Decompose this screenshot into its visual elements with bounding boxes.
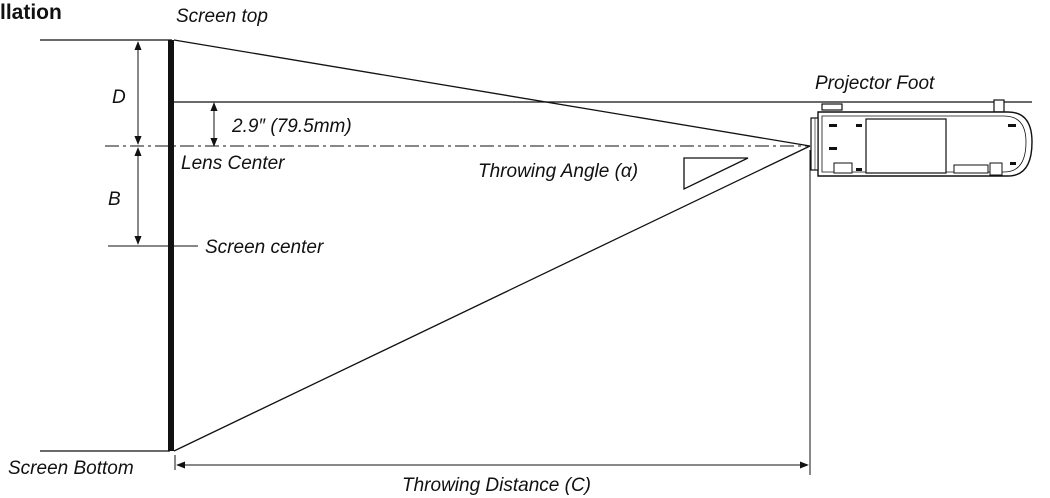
throwing-distance-label: Throwing Distance (C) xyxy=(402,475,591,496)
screen-center-label: Screen center xyxy=(205,237,324,258)
lower-projection-ray xyxy=(173,145,811,452)
projector-icon xyxy=(810,99,1033,177)
b-label: B xyxy=(108,189,121,210)
throwing-angle-label: Throwing Angle (α) xyxy=(478,161,638,182)
projection-screen xyxy=(168,40,174,451)
screen-bottom-label: Screen Bottom xyxy=(8,458,134,479)
d-label: D xyxy=(112,87,126,108)
throwing-angle-triangle xyxy=(683,157,749,191)
screen-top-label: Screen top xyxy=(176,6,268,27)
lens-center-label: Lens Center xyxy=(181,153,285,174)
offset-label: 2.9″ (79.5mm) xyxy=(231,116,352,137)
upper-projection-ray xyxy=(173,39,811,147)
page-title: llation xyxy=(0,1,62,24)
projector-foot-label: Projector Foot xyxy=(815,73,935,94)
